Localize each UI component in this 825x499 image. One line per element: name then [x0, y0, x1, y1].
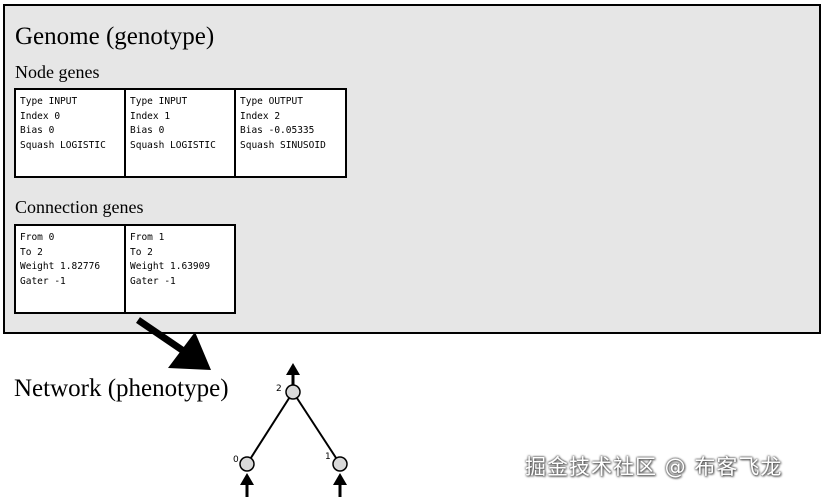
node-gene-bias: Bias 0 [20, 125, 55, 136]
node-gene-1: Type INPUT Index 1 Bias 0 Squash LOGISTIC [126, 90, 236, 176]
node-label-1: 1 [325, 452, 331, 462]
connection-gene-to: To 2 [130, 246, 153, 258]
connection-gene-gater: Gater -1 [20, 275, 66, 287]
connection-edge-0-2 [246, 391, 294, 465]
network-title: Network (phenotype) [14, 375, 229, 402]
connection-edge-1-2 [292, 391, 341, 465]
node-gene-index: Index 1 [130, 110, 171, 122]
node-gene-index: Index 0 [20, 110, 61, 122]
node-gene-bias: Bias -0.05335 [240, 125, 315, 136]
node-gene-type: Type INPUT [130, 96, 188, 107]
connection-gene-from: From 0 [20, 232, 55, 243]
network-node-1 [332, 456, 348, 472]
network-node-2 [285, 384, 301, 400]
node-label-0: 0 [233, 455, 239, 465]
node-gene-index: Index 2 [240, 110, 281, 122]
genotype-to-phenotype-arrow [136, 317, 211, 370]
connection-genes-label: Connection genes [15, 197, 144, 217]
node-genes-table: Type INPUT Index 0 Bias 0 Squash LOGISTIC T… [14, 88, 347, 178]
network-node-0 [239, 456, 255, 472]
node-gene-type: Type INPUT [20, 96, 78, 107]
node-gene-0: Type INPUT Index 0 Bias 0 Squash LOGISTIC [16, 90, 126, 176]
genome-title: Genome (genotype) [15, 23, 215, 50]
node-gene-bias: Bias 0 [130, 125, 165, 136]
node-gene-squash: Squash SINUSOID [240, 139, 326, 151]
node-genes-label: Node genes [15, 62, 100, 82]
connection-gene-weight: Weight 1.82776 [20, 261, 101, 272]
genome-panel: Genome (genotype) Node genes Type INPUT I… [3, 4, 821, 334]
connection-gene-to: To 2 [20, 246, 43, 258]
input-arrow-0 [240, 473, 254, 497]
node-gene-squash: Squash LOGISTIC [130, 139, 216, 151]
output-arrow [286, 363, 300, 385]
connection-gene-gater: Gater -1 [130, 275, 176, 287]
input-arrow-1 [333, 473, 347, 497]
node-gene-squash: Squash LOGISTIC [20, 139, 106, 151]
connection-gene-weight: Weight 1.63909 [130, 261, 211, 272]
node-gene-type: Type OUTPUT [240, 96, 303, 107]
watermark: 掘金技术社区 @ 布客飞龙 [525, 455, 783, 479]
node-label-2: 2 [276, 384, 282, 394]
connection-gene-from: From 1 [130, 232, 165, 243]
